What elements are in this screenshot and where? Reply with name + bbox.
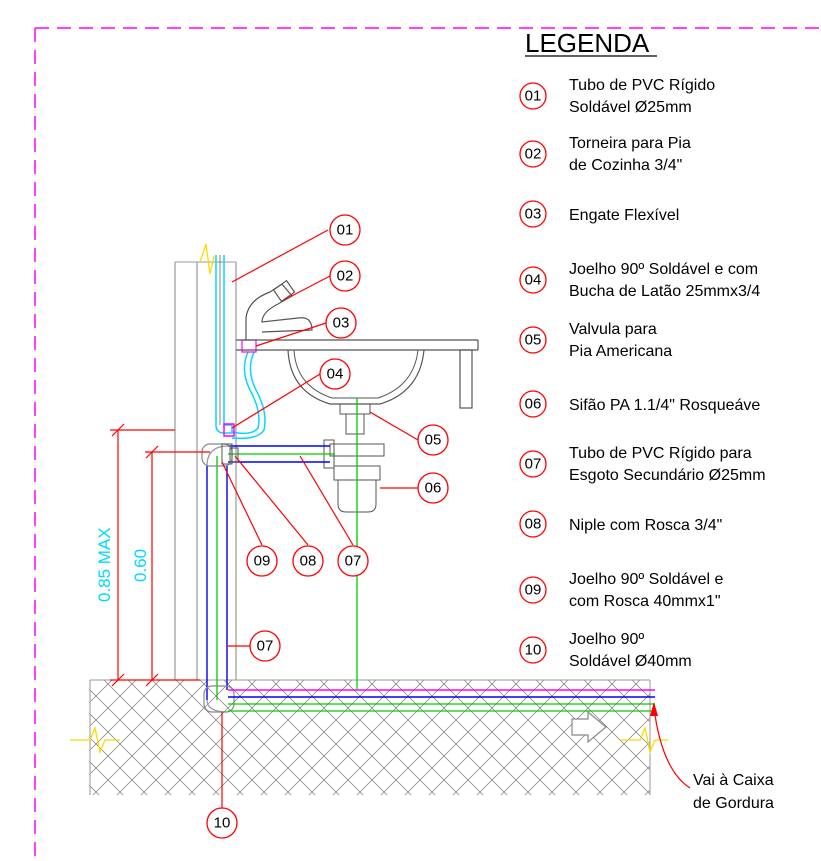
legend-item-number: 07 bbox=[525, 456, 542, 473]
legend-item-line1: Joelho 90º Soldável e bbox=[569, 571, 724, 588]
legend-item-line2: de Cozinha 3/4" bbox=[569, 157, 682, 174]
dimension-max-height: 0.85 MAX bbox=[95, 527, 114, 602]
legend-item-line1: Torneira para Pia bbox=[569, 135, 691, 152]
legend-item-marker bbox=[519, 82, 547, 110]
left-break-symbol bbox=[70, 725, 120, 755]
callout-07-lower: 07 bbox=[249, 630, 281, 662]
legend-item-line1: Joelho 90º bbox=[569, 631, 644, 648]
legend-item-marker bbox=[519, 390, 547, 418]
callout-08: 08 bbox=[292, 545, 324, 577]
callout-09: 09 bbox=[246, 545, 278, 577]
legend-item: 09 Joelho 90º Soldável e com Rosca 40mmx1" bbox=[519, 571, 724, 610]
legend-item-line1: Niple com Rosca 3/4" bbox=[569, 517, 722, 534]
callout-08-label: 08 bbox=[300, 553, 317, 570]
legend-item-line2: Pia Americana bbox=[569, 343, 672, 360]
callout-leaders bbox=[221, 229, 691, 808]
legend-item-number: 06 bbox=[525, 396, 542, 413]
legend-item-number: 02 bbox=[525, 146, 542, 163]
callout-09-label: 09 bbox=[254, 553, 271, 570]
flow-arrow-icon bbox=[571, 710, 607, 744]
legend-item-line2: Soldável Ø40mm bbox=[569, 653, 692, 670]
legend-item-line1: Engate Flexível bbox=[569, 207, 679, 224]
legend-item-number: 01 bbox=[525, 88, 542, 105]
soil-section bbox=[70, 679, 668, 795]
wall-break-symbol bbox=[199, 243, 215, 275]
faucet bbox=[245, 279, 313, 340]
legend-item-line1: Tubo de PVC Rígido para bbox=[569, 445, 752, 462]
destination-note: Vai à Caixa de Gordura bbox=[693, 772, 774, 812]
legend-item-number: 10 bbox=[525, 642, 542, 659]
dimension-lines: 0.85 MAX 0.60 bbox=[95, 423, 210, 687]
legend-item-marker bbox=[519, 576, 547, 604]
callout-03: 03 bbox=[325, 307, 357, 339]
legend-item-marker bbox=[519, 140, 547, 168]
legend-item-number: 09 bbox=[525, 582, 542, 599]
sink-basin bbox=[287, 349, 425, 405]
legend-item-line2: Soldável Ø25mm bbox=[569, 99, 692, 116]
callout-05-label: 05 bbox=[425, 432, 442, 449]
legend-item-marker bbox=[519, 326, 547, 354]
sheet-border bbox=[34, 27, 821, 861]
callout-01: 01 bbox=[329, 214, 361, 246]
right-break-symbol bbox=[620, 725, 668, 755]
callout-03-label: 03 bbox=[333, 315, 350, 332]
callout-07-upper: 07 bbox=[337, 545, 369, 577]
callout-01-label: 01 bbox=[337, 222, 354, 239]
legend-item: 06 Sifão PA 1.1/4" Rosqueáve bbox=[519, 390, 760, 418]
legend-item-marker bbox=[519, 266, 547, 294]
legend-item-number: 04 bbox=[525, 272, 542, 289]
legend-item: 08 Niple com Rosca 3/4" bbox=[519, 510, 722, 538]
callout-05: 05 bbox=[417, 424, 449, 456]
countertop bbox=[236, 339, 479, 409]
wall bbox=[174, 243, 237, 680]
legend-item: 03 Engate Flexível bbox=[519, 200, 679, 228]
callout-10: 10 bbox=[206, 807, 238, 839]
legend-item-line2: Bucha de Latão 25mmx3/4 bbox=[569, 283, 760, 300]
water-supply-pipe bbox=[215, 255, 266, 440]
legend-item: 02 Torneira para Pia de Cozinha 3/4" bbox=[519, 135, 691, 174]
legend-item-marker bbox=[519, 636, 547, 664]
legend-item-line1: Tubo de PVC Rígido bbox=[569, 77, 715, 94]
legend-item-number: 05 bbox=[525, 332, 542, 349]
legend-item-line2: Esgoto Secundário Ø25mm bbox=[569, 467, 766, 484]
callout-02: 02 bbox=[329, 260, 361, 292]
destination-line2: de Gordura bbox=[693, 795, 774, 812]
callout-07a-label: 07 bbox=[345, 553, 362, 570]
callout-02-label: 02 bbox=[337, 268, 354, 285]
legend-item-number: 03 bbox=[525, 206, 542, 223]
callout-04-label: 04 bbox=[327, 366, 344, 383]
legend-item-line2: com Rosca 40mmx1" bbox=[569, 593, 721, 610]
dimension-height: 0.60 bbox=[131, 549, 150, 582]
legend-title: LEGENDA bbox=[525, 28, 650, 58]
callout-10-label: 10 bbox=[214, 815, 231, 832]
callout-06: 06 bbox=[417, 472, 449, 504]
legend-item-line1: Sifão PA 1.1/4" Rosqueáve bbox=[569, 397, 760, 414]
legend-item-marker bbox=[519, 450, 547, 478]
drain-valve-and-trap bbox=[323, 398, 385, 530]
legend-item-marker bbox=[519, 510, 547, 538]
destination-line1: Vai à Caixa bbox=[693, 772, 774, 789]
callout-04: 04 bbox=[319, 358, 351, 390]
legend-item-marker bbox=[519, 200, 547, 228]
legend-item-line1: Joelho 90º Soldável e com bbox=[569, 261, 758, 278]
legend-item-number: 08 bbox=[525, 516, 542, 533]
callout-06-label: 06 bbox=[425, 480, 442, 497]
legend-item-line1: Valvula para bbox=[569, 321, 657, 338]
callout-07b-label: 07 bbox=[257, 638, 274, 655]
